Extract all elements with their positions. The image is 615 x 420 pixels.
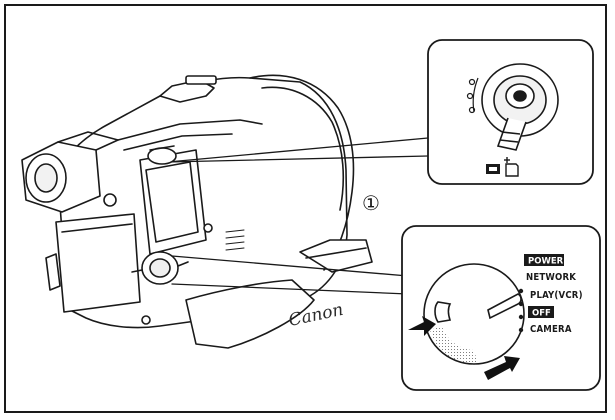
viewfinder [21, 131, 119, 213]
grip-strap [185, 239, 373, 349]
svg-text:OFF: OFF [532, 309, 551, 319]
battery-pack [45, 213, 141, 313]
mode-label-camera: CAMERA [530, 324, 572, 335]
camcorder-body [21, 74, 429, 349]
step-marker: ① [362, 191, 380, 215]
speaker-grille [225, 229, 245, 251]
switch-position-marks [466, 77, 479, 114]
mode-switch-small [147, 145, 177, 165]
slide-arrow-icon [484, 356, 520, 380]
power-dial-small [131, 251, 189, 285]
card-icon [504, 157, 519, 177]
svg-text:POWER: POWER [528, 257, 564, 267]
bottom-inset-power-dial: POWER NETWORK PLAY(VCR) OFF CAMERA [401, 225, 601, 391]
tape-icon [486, 164, 500, 174]
mode-label-play-vcr: PLAY(VCR) [530, 290, 583, 301]
top-inset-mode-switch [427, 39, 594, 185]
power-heading: POWER [524, 254, 564, 267]
press-arrow-icon [408, 316, 436, 336]
mode-label-network: NETWORK [526, 272, 576, 283]
mode-label-off: OFF [528, 306, 554, 319]
